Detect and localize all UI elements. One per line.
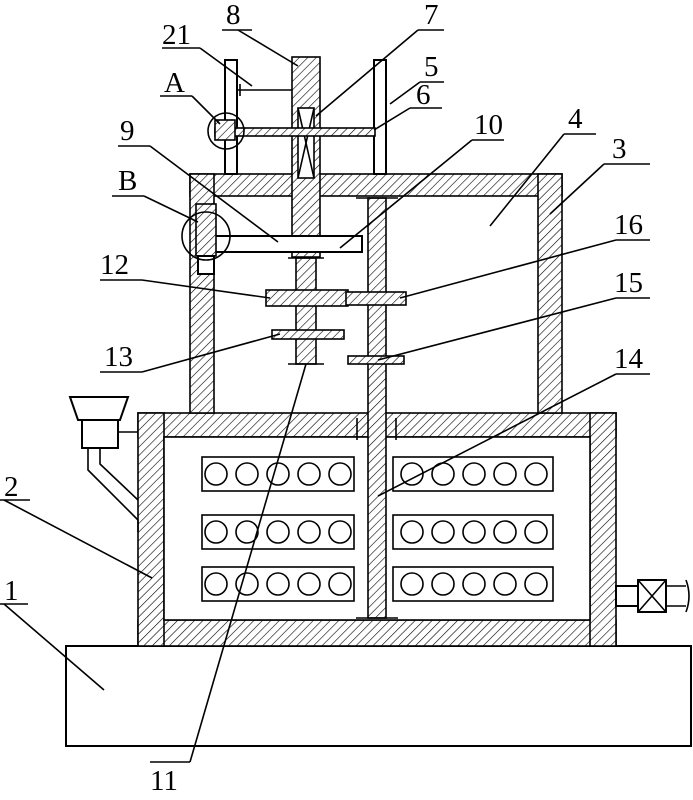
label-4: 4 [568,103,583,135]
label-9: 9 [120,115,135,147]
label-1: 1 [4,575,19,607]
label-6: 6 [416,79,431,111]
label-10: 10 [474,109,503,141]
label-14: 14 [614,343,644,375]
label-12: 12 [100,249,129,281]
outlet-valve [616,580,689,612]
horizontal-screw [215,128,375,136]
label-11: 11 [150,765,178,797]
label-13: 13 [104,341,133,373]
label-3: 3 [612,133,627,165]
label-a: A [164,67,185,99]
sliding-plate [214,236,362,252]
rack-column [292,57,320,257]
label-2: 2 [4,471,19,503]
label-8: 8 [226,0,241,31]
base-block [66,646,691,746]
label-b: B [118,165,137,197]
label-15: 15 [614,267,643,299]
inlet-hopper [70,397,138,532]
label-7: 7 [424,0,439,31]
label-21: 21 [162,19,191,51]
label-16: 16 [614,209,643,241]
